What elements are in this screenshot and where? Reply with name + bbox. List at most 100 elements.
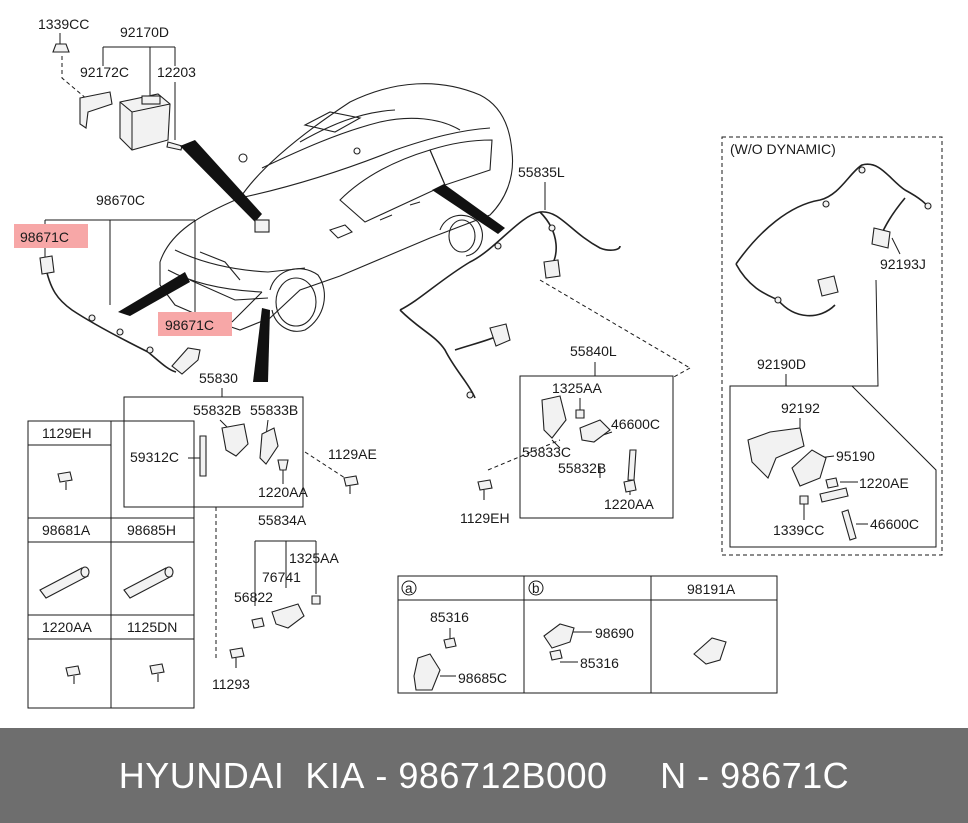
pointer-wedge-2: [118, 272, 190, 316]
sensor-55834a-group: 55834A 1325AA 76741 56822 11293: [212, 512, 339, 692]
left-parts-table: 1129EH 98681A 98685H 1220AA 1125DN: [27, 420, 195, 709]
label-92193j: 92193J: [880, 256, 926, 272]
highlight-98671c-left: [14, 224, 88, 248]
cell-1220aa: 1220AA: [42, 619, 92, 635]
bolt-1220aa-table-icon: [65, 665, 81, 684]
label-1129eh-b: 1129EH: [460, 510, 510, 526]
clip-85316-a-icon: [443, 637, 457, 649]
label-59312c: 59312C: [130, 449, 179, 465]
label-1339cc-r: 1339CC: [773, 522, 824, 538]
label-92192: 92192: [781, 400, 820, 416]
label-1339cc-top: 1339CC: [38, 16, 89, 32]
bolt-icon: [166, 141, 183, 151]
bolt-1220ae-icon: [825, 477, 839, 489]
connector-92193j-icon: [871, 227, 891, 249]
car-illustration: [159, 83, 514, 332]
harness-wo-dynamic-wire: [735, 163, 929, 265]
label-wo-dynamic: (W/O DYNAMIC): [730, 141, 836, 157]
label-98670c: 98670C: [96, 192, 145, 208]
box-55840l: [519, 375, 674, 519]
link-46600c-icon: [627, 449, 637, 481]
bolt-1129ae-icon: [343, 475, 359, 494]
clip-98191a-icon: [693, 637, 727, 665]
harness-55835l-wire: [399, 211, 621, 311]
sensor-55840l-group: 55840L 1325AA 46600C 55833C 55832B 1220A…: [460, 343, 691, 526]
sensor-55833c-icon: [541, 395, 567, 439]
highlight-98671c-mid: [158, 312, 232, 336]
b-98690: 98690: [595, 625, 634, 641]
a-85316: 85316: [430, 609, 469, 625]
label-55840l: 55840L: [570, 343, 617, 359]
footer-banner: HYUNDAI KIA - 986712B000 N - 98671C: [0, 728, 968, 823]
pointer-wedge-1: [180, 140, 262, 222]
box-92190d: [729, 385, 937, 548]
sensor-95190-icon: [791, 449, 827, 487]
label-11293: 11293: [212, 676, 250, 692]
bolt-1125dn-table-icon: [149, 663, 165, 682]
label-12203: 12203: [157, 64, 196, 80]
label-98671c-mid: 98671C: [165, 317, 214, 333]
cell-1129eh: 1129EH: [42, 425, 92, 441]
label-55832b-b: 55832B: [558, 460, 606, 476]
sensor-55830-group: 55830 55832B 55833B 59312C 1129AE 1220AA: [123, 370, 377, 508]
footer-sep1: -: [364, 754, 399, 796]
label-55833c: 55833C: [522, 444, 571, 460]
label-55832b-a: 55832B: [193, 402, 241, 418]
bracket-92192-icon: [747, 427, 805, 479]
label-1220aa-a: 1220AA: [258, 484, 308, 500]
bolt-1129eh-icon: [477, 479, 493, 500]
sensor-55833b-icon: [259, 427, 279, 465]
pointer-wedge-4: [432, 184, 505, 234]
a-98685c: 98685C: [458, 670, 507, 686]
label-46600c-r: 46600C: [870, 516, 919, 532]
bracket-icon: [79, 91, 113, 129]
bracket-76741-icon: [271, 603, 305, 629]
label-55835l: 55835L: [518, 164, 565, 180]
connector-icon: [39, 255, 55, 275]
sensor-end-icon: [171, 347, 201, 375]
label-92190d: 92190D: [757, 356, 806, 372]
nut-1339cc-icon: [799, 495, 809, 505]
bolt-11293-icon: [229, 647, 245, 668]
link-46600c-r-icon: [841, 509, 857, 541]
label-95190: 95190: [836, 448, 875, 464]
label-56822: 56822: [234, 589, 273, 605]
control-module-group: 1339CC 92170D 92172C 12203: [38, 16, 196, 151]
harness-98670c-group: 98670C 98671C 98671C: [14, 192, 263, 375]
label-1325aa-a: 1325AA: [289, 550, 339, 566]
b-85316: 85316: [580, 655, 619, 671]
label-1220ae: 1220AE: [859, 475, 909, 491]
box-wo-dynamic: [721, 136, 943, 556]
label-1325aa-b: 1325AA: [552, 380, 602, 396]
parts-diagram: 1339CC 92170D 92172C 12203: [14, 16, 943, 709]
footer-n: N: [660, 754, 687, 796]
pointer-wedge-3: [253, 308, 270, 382]
bracket-55832b-icon: [221, 423, 249, 457]
clamp-98690-icon: [543, 623, 575, 649]
label-46600c-a: 46600C: [611, 416, 660, 432]
bolt-1129eh-table-icon: [57, 471, 73, 490]
clip-85316-b-icon: [549, 649, 563, 661]
label-55830: 55830: [199, 370, 238, 386]
col-98191a: 98191A: [687, 581, 736, 597]
harness-55835l-group: 55835L: [399, 164, 691, 399]
bracket-55832b-b-icon: [579, 419, 611, 443]
connector-55835-icon: [489, 323, 511, 347]
label-92172c: 92172C: [80, 64, 129, 80]
bottom-parts-table: a b 98191A 85316 98685C 98690 85316: [397, 575, 778, 694]
label-76741: 76741: [262, 569, 301, 585]
cell-98685h: 98685H: [127, 522, 176, 538]
cell-98681a: 98681A: [42, 522, 91, 538]
label-55833b: 55833B: [250, 402, 298, 418]
label-55834a: 55834A: [258, 512, 307, 528]
footer-part-number: 986712B000: [398, 754, 608, 796]
label-1129ae: 1129AE: [328, 446, 377, 462]
footer-sep2: -: [686, 754, 721, 796]
label-92170d: 92170D: [120, 24, 169, 40]
col-b: b: [532, 581, 540, 596]
col-a: a: [405, 581, 413, 596]
label-98671c-left: 98671C: [20, 229, 69, 245]
footer-brand: HYUNDAI KIA: [118, 754, 365, 796]
cell-1125dn: 1125DN: [127, 619, 177, 635]
